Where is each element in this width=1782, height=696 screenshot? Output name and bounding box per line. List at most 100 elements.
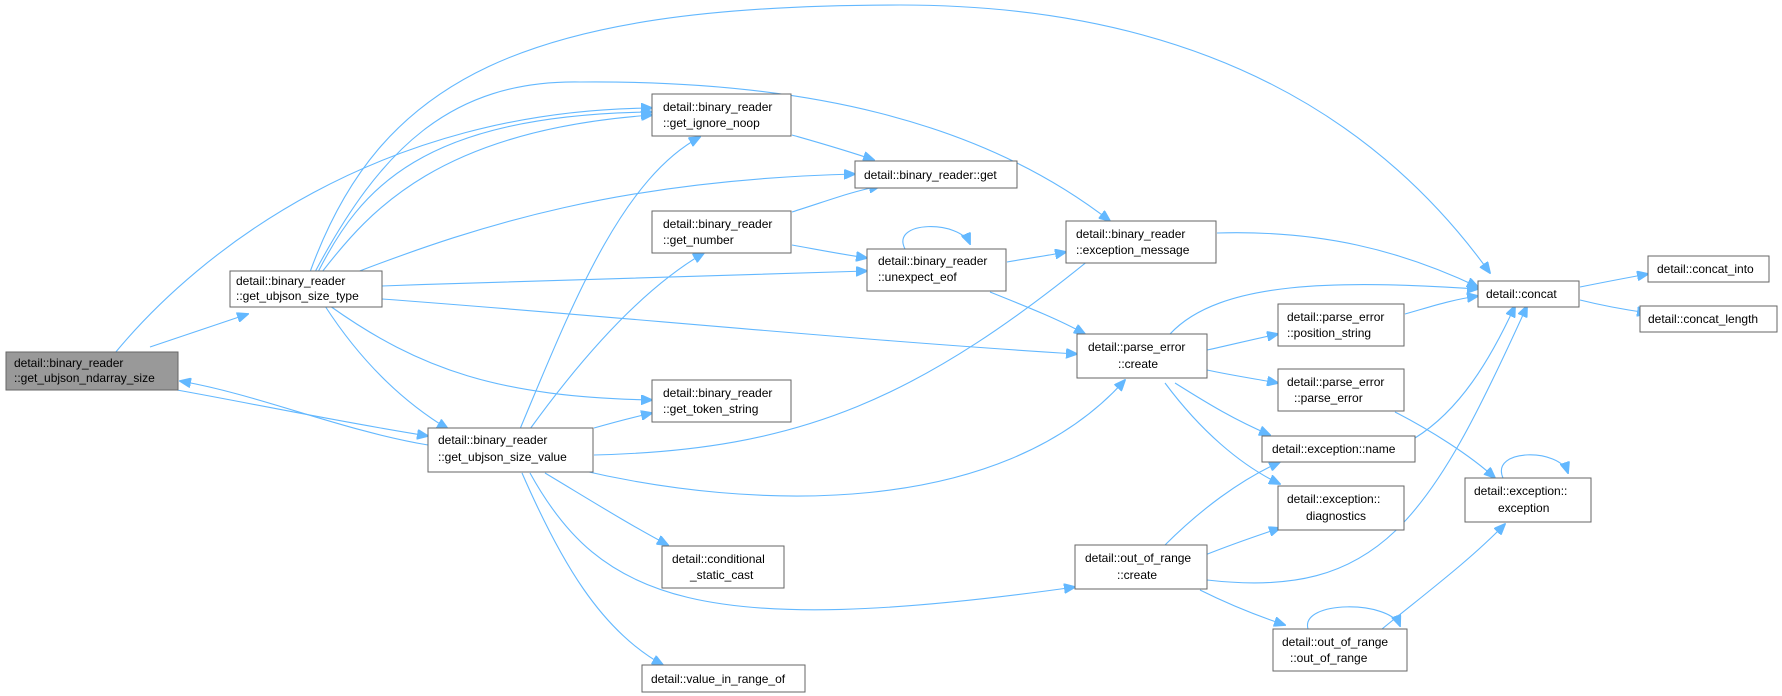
edge-size-value-to-get-number bbox=[529, 253, 704, 430]
node-label-line: detail::exception:: bbox=[1474, 484, 1567, 498]
node-label-line: detail::concat_length bbox=[1648, 312, 1758, 326]
edge-parse-error-create-to-parse-error-ctor bbox=[1206, 369, 1278, 383]
edge-oor-create-to-concat bbox=[1206, 306, 1527, 584]
node-get-token-string[interactable]: detail::binary_reader ::get_token_string bbox=[651, 379, 792, 423]
node-exception-diagnostics[interactable]: detail::exception:: diagnostics bbox=[1277, 485, 1405, 531]
node-label-line: ::get_ubjson_ndarray_size bbox=[14, 371, 155, 385]
node-value-in-range-of[interactable]: detail::value_in_range_of bbox=[641, 664, 806, 693]
edge-oor-create-to-exception-name bbox=[1164, 462, 1280, 546]
node-label-line: ::get_ubjson_size_type bbox=[236, 289, 359, 303]
node-label-line: detail::exception:: bbox=[1287, 492, 1380, 506]
edge-size-value-to-value-in-range-of bbox=[521, 472, 663, 665]
node-label-line: ::get_ignore_noop bbox=[663, 116, 760, 130]
edges bbox=[114, 4, 1648, 665]
node-get-ubjson-size-value[interactable]: detail::binary_reader ::get_ubjson_size_… bbox=[427, 427, 594, 473]
edge-size-type-to-get-token-string bbox=[329, 305, 652, 400]
edge-parse-error-create-to-concat bbox=[1169, 285, 1478, 335]
nodes: detail::binary_reader ::get_ubjson_ndarr… bbox=[5, 93, 1778, 693]
node-label-line: detail::binary_reader::get bbox=[864, 168, 997, 182]
edge-size-type-to-exception-message bbox=[314, 81, 1110, 273]
node-label-line: diagnostics bbox=[1306, 509, 1366, 523]
node-label-line: exception bbox=[1498, 501, 1549, 515]
node-label-line: ::create bbox=[1117, 568, 1157, 582]
edge-parse-error-create-to-position-string bbox=[1206, 334, 1278, 351]
edge-get-number-to-get bbox=[791, 186, 880, 213]
edge-size-type-to-get-ignore-noop-b bbox=[321, 115, 652, 273]
edge-exception-ctor-self bbox=[1500, 454, 1568, 479]
node-label-line: ::get_number bbox=[663, 233, 734, 247]
edge-get-ignore-noop-to-get bbox=[791, 134, 874, 160]
edge-size-value-to-out-of-range-create bbox=[529, 472, 1075, 611]
edge-parse-error-create-to-exception-name bbox=[1174, 382, 1270, 435]
node-label-line: detail::parse_error bbox=[1088, 340, 1185, 354]
node-label-line: ::unexpect_eof bbox=[878, 270, 957, 284]
edge-size-type-to-parse-error-create bbox=[381, 298, 1077, 354]
node-label-line: detail::value_in_range_of bbox=[651, 672, 786, 686]
edge-concat-to-concat-length bbox=[1579, 299, 1648, 313]
edge-size-value-to-conditional-cast bbox=[544, 472, 668, 545]
node-label-line: ::create bbox=[1118, 357, 1158, 371]
node-label-line: detail::out_of_range bbox=[1085, 551, 1191, 565]
node-label-line: detail::concat bbox=[1486, 287, 1557, 301]
node-label-line: ::get_ubjson_size_value bbox=[438, 450, 567, 464]
edge-parse-error-create-to-diagnostics bbox=[1164, 382, 1280, 484]
edge-size-value-to-exception-message bbox=[593, 247, 1105, 456]
edge-unexpect-eof-to-parse-error-create bbox=[989, 291, 1085, 334]
node-label-line: detail::binary_reader bbox=[438, 433, 547, 447]
node-exception-name[interactable]: detail::exception::name bbox=[1261, 435, 1416, 463]
node-get-ubjson-ndarray-size[interactable]: detail::binary_reader ::get_ubjson_ndarr… bbox=[5, 351, 179, 391]
node-unexpect-eof[interactable]: detail::binary_reader ::unexpect_eof bbox=[866, 248, 1007, 292]
edge-exception-name-to-concat bbox=[1414, 306, 1515, 439]
node-label-line: detail::concat_into bbox=[1657, 262, 1754, 276]
node-position-string[interactable]: detail::parse_error ::position_string bbox=[1277, 303, 1405, 347]
node-label-line: ::position_string bbox=[1287, 326, 1371, 340]
edge-unexpect-eof-self bbox=[902, 226, 970, 250]
node-get[interactable]: detail::binary_reader::get bbox=[854, 160, 1018, 189]
edge-size-value-to-ndarray bbox=[180, 381, 429, 446]
node-label-line: detail::binary_reader bbox=[663, 217, 772, 231]
node-get-ignore-noop[interactable]: detail::binary_reader ::get_ignore_noop bbox=[651, 93, 792, 137]
edge-exception-message-to-concat bbox=[1216, 232, 1478, 287]
edge-get-number-to-unexpect-eof bbox=[791, 244, 867, 258]
node-label-line: detail::binary_reader bbox=[1076, 227, 1185, 241]
edge-size-type-to-unexpect-eof bbox=[381, 271, 867, 287]
edge-size-type-to-get-ignore-noop-a bbox=[317, 112, 652, 273]
node-parse-error-create[interactable]: detail::parse_error ::create bbox=[1076, 333, 1208, 379]
node-conditional-static-cast[interactable]: detail::conditional _static_cast bbox=[661, 545, 785, 589]
edge-concat-to-concat-into bbox=[1579, 274, 1648, 288]
node-label-line: detail::binary_reader bbox=[663, 100, 772, 114]
node-out-of-range-create[interactable]: detail::out_of_range ::create bbox=[1074, 544, 1208, 590]
node-label-line: detail::parse_error bbox=[1287, 310, 1384, 324]
node-label-line: detail::binary_reader bbox=[236, 274, 345, 288]
node-concat[interactable]: detail::concat bbox=[1477, 280, 1580, 308]
edge-ndarray-to-size-type bbox=[149, 314, 248, 348]
edge-size-value-to-get-ignore-noop bbox=[519, 137, 700, 430]
edge-size-value-to-get-token-string bbox=[593, 413, 652, 429]
node-label-line: detail::conditional bbox=[672, 552, 765, 566]
node-label-line: detail::binary_reader bbox=[663, 386, 772, 400]
node-parse-error-constructor[interactable]: detail::parse_error ::parse_error bbox=[1277, 368, 1405, 412]
node-label-line: ::out_of_range bbox=[1290, 651, 1368, 665]
edge-size-value-to-parse-error-create bbox=[579, 380, 1125, 497]
edge-oor-ctor-self bbox=[1307, 606, 1400, 630]
edge-parse-error-ctor-to-exception-ctor bbox=[1394, 411, 1495, 478]
node-label-line: detail::exception::name bbox=[1272, 442, 1396, 456]
node-get-ubjson-size-type[interactable]: detail::binary_reader ::get_ubjson_size_… bbox=[229, 270, 383, 308]
edge-size-type-to-concat bbox=[309, 4, 1490, 273]
edge-unexpect-eof-to-exception-message bbox=[1006, 252, 1066, 263]
node-out-of-range-constructor[interactable]: detail::out_of_range ::out_of_range bbox=[1272, 628, 1408, 672]
node-label-line: detail::parse_error bbox=[1287, 375, 1384, 389]
node-concat-length[interactable]: detail::concat_length bbox=[1639, 305, 1778, 333]
edge-ndarray-to-size-value bbox=[176, 389, 428, 436]
edge-ndarray-to-get-ignore-noop bbox=[114, 108, 652, 354]
node-concat-into[interactable]: detail::concat_into bbox=[1647, 255, 1770, 283]
edge-oor-create-to-diagnostics bbox=[1204, 528, 1280, 556]
node-exception-constructor[interactable]: detail::exception:: exception bbox=[1464, 477, 1592, 523]
node-label-line: detail::binary_reader bbox=[878, 254, 987, 268]
node-label-line: ::parse_error bbox=[1294, 391, 1363, 405]
node-exception-message[interactable]: detail::binary_reader ::exception_messag… bbox=[1065, 220, 1217, 264]
node-label-line: detail::out_of_range bbox=[1282, 635, 1388, 649]
edge-size-type-to-size-value bbox=[324, 305, 448, 429]
node-get-number[interactable]: detail::binary_reader ::get_number bbox=[651, 210, 792, 254]
